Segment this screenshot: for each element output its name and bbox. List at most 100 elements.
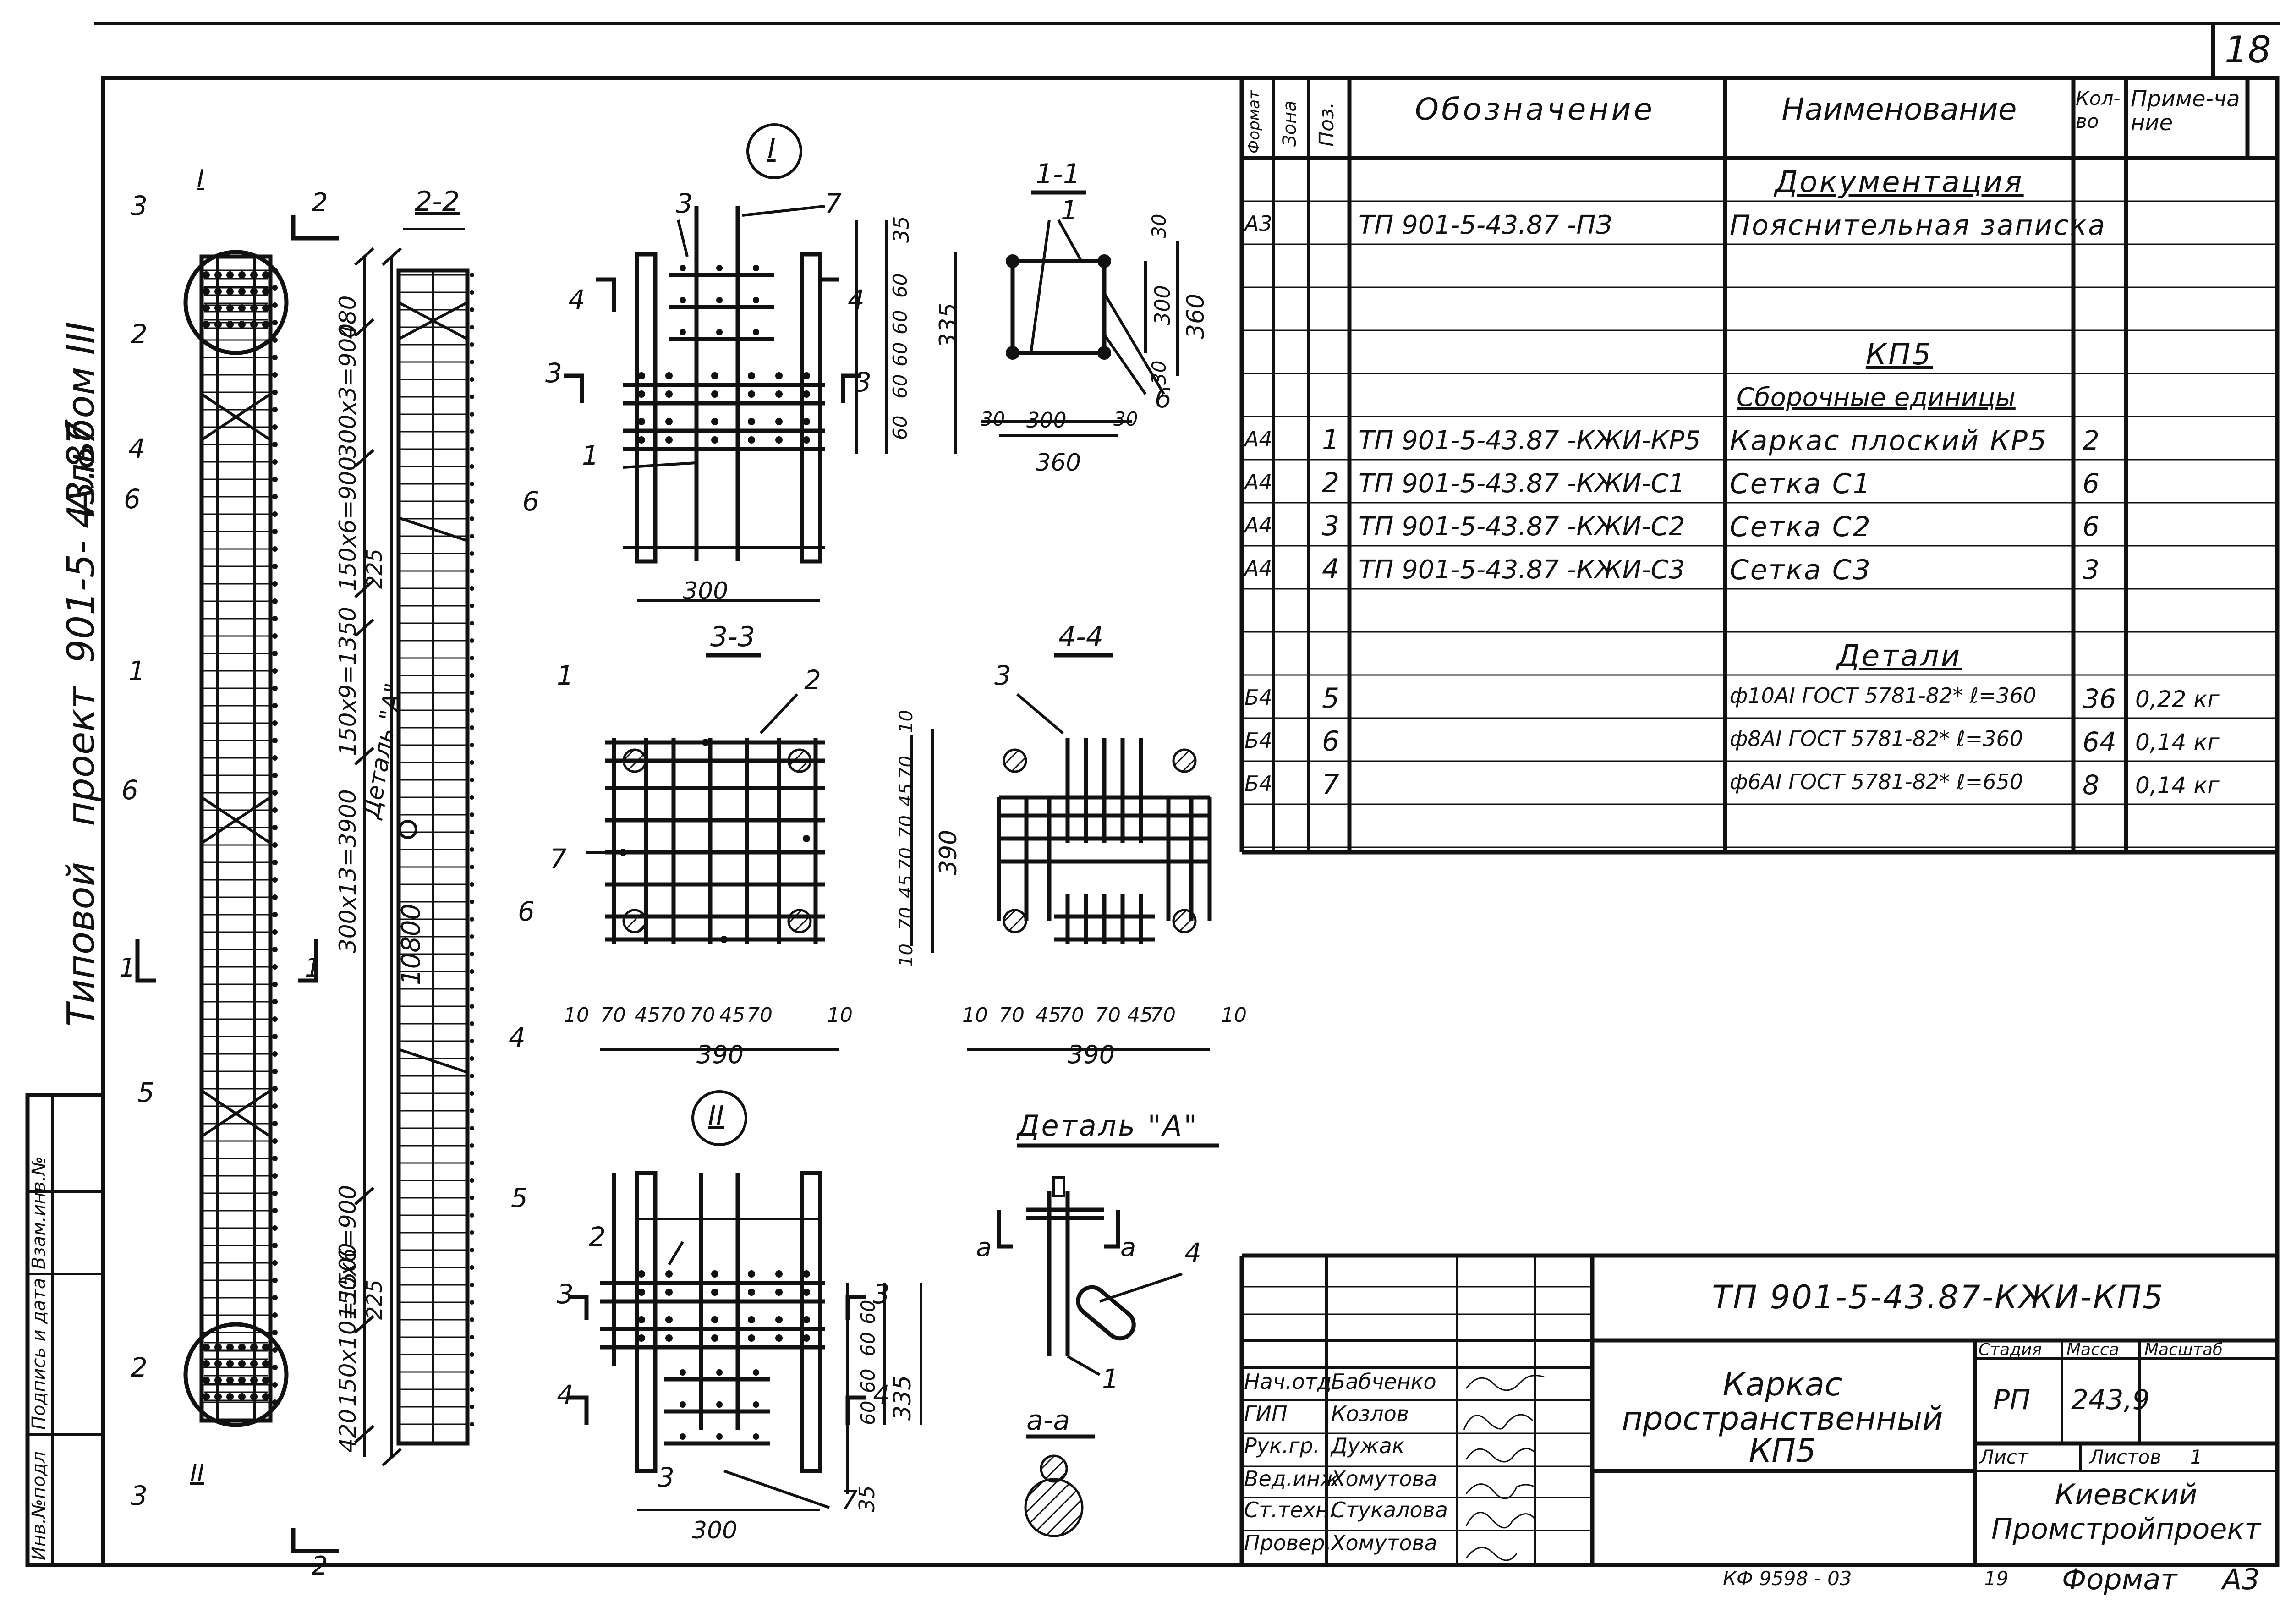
side-stamp-col-1: Инв.№подл [28, 1451, 49, 1560]
dimension-label: 360 [1182, 293, 1210, 339]
detail-A [997, 1143, 1219, 1537]
spec-cell-pos: 6 [1322, 725, 1340, 757]
spec-cell-note: 0,22 кг [2135, 686, 2220, 713]
spec-section-title: Документация [1775, 165, 2024, 199]
sheet-number: 18 [2225, 28, 2271, 71]
spec-cell-format: А4 [1244, 513, 1272, 538]
spec-cell-pos: 4 [1322, 553, 1340, 585]
dimension-label: 30 [1148, 360, 1170, 385]
callout-3: 3 [131, 190, 148, 221]
callout-7: 7 [841, 1485, 858, 1516]
main-dimension-label: 225 [362, 1279, 387, 1320]
callout-4: 4 [848, 284, 865, 315]
main-dimension-chain [354, 247, 402, 1467]
sheet-label: Лист [1979, 1446, 2028, 1468]
dimension-label: 70 [1095, 1004, 1121, 1027]
side-stamp [25, 1093, 105, 1567]
view-label-1-1: 1-1 [1036, 158, 1080, 190]
dimension-label: 60 [889, 310, 911, 335]
dimension-label: 390 [935, 829, 962, 875]
callout-3: 3 [557, 1278, 574, 1310]
main-dimension-label: 300х3=900 [334, 323, 361, 458]
person-name: Хомутова [1331, 1466, 1437, 1491]
callout-5: 5 [137, 1077, 154, 1108]
spec-header-note: Приме-чание [2131, 86, 2240, 136]
sheet-frame [101, 76, 2280, 1567]
dimension-label: 300 [692, 1517, 738, 1544]
callout-6: 6 [124, 483, 141, 515]
spec-cell-pos: 1 [1322, 424, 1340, 456]
spec-header-format: Формат [1245, 90, 1263, 154]
spec-cell-pos: 3 [1322, 510, 1340, 542]
dimension-label: 60 [857, 1300, 879, 1324]
callout-1: 1 [128, 655, 145, 686]
spec-cell-name: Сетка С1 [1730, 468, 1872, 500]
node-I-ref-main: I [197, 165, 204, 192]
main-dimension-label: 300х13=3900 [334, 789, 361, 953]
callout-3: 3 [545, 357, 562, 389]
main-dimension-label: 150х6=900 [334, 456, 361, 591]
dimension-label: 10 [896, 944, 917, 967]
stage-label: Стадия [1979, 1340, 2042, 1359]
callout-4: 4 [568, 284, 585, 315]
dimension-label: 60 [889, 415, 911, 440]
archive-code: КФ 9598 - 03 [1723, 1567, 1852, 1590]
dimension-label: 70 [896, 756, 917, 779]
spec-cell-designation: ТП 901-5-43.87 -КЖИ-С3 [1359, 555, 1685, 585]
spec-header-zone: Зона [1279, 100, 1300, 147]
section-2-2 [396, 228, 474, 1446]
dimension-label: 390 [696, 1040, 744, 1069]
dimension-label: 35 [855, 1485, 879, 1512]
doc-code: ТП 901-5-43.87-КЖИ-КП5 [1712, 1278, 2165, 1316]
format-label: Формат [2062, 1563, 2177, 1596]
dimension-label: 335 [935, 302, 962, 348]
detail-A-label: Деталь "А" [1017, 1109, 1199, 1142]
callout-2: 2 [131, 318, 148, 350]
doc-name-line-1: Каркас [1722, 1366, 1842, 1403]
dimension-label: 30 [1113, 408, 1138, 430]
node-label-II: II [708, 1100, 724, 1132]
spec-cell-format: А3 [1244, 211, 1272, 236]
dimension-label: 45 [1036, 1004, 1061, 1027]
section-mark-1: 1 [305, 953, 321, 983]
view-label-3-3: 3-3 [710, 621, 755, 653]
callout-5: 5 [511, 1182, 528, 1213]
dimension-label: 45 [719, 1004, 745, 1027]
dimension-label: 10 [827, 1004, 853, 1027]
spec-header-qty: Кол-во [2076, 87, 2121, 132]
main-dimension-label: 420 [334, 1409, 361, 1453]
dimension-label: 60 [857, 1400, 879, 1425]
spec-header-pos: Поз. [1315, 102, 1338, 147]
spec-cell-designation: ТП 901-5-43.87 -ПЗ [1359, 210, 1612, 240]
dimension-label: 60 [889, 374, 911, 399]
callout-6: 6 [518, 896, 535, 927]
callout-4: 4 [873, 1379, 890, 1410]
dimension-label: 10 [564, 1004, 589, 1027]
callout-3: 3 [676, 188, 693, 219]
callout-6: 6 [121, 774, 138, 806]
dimension-label: 45 [1127, 1004, 1153, 1027]
node-II-ref-main: II [190, 1459, 204, 1487]
main-dimension-label: 150х9=1350 [334, 607, 361, 756]
spec-cell-designation: ТП 901-5-43.87 -КЖИ-С1 [1359, 469, 1685, 499]
callout-6: 6 [522, 486, 539, 517]
view-label-4-4: 4-4 [1058, 621, 1103, 653]
callout-3: 3 [873, 1278, 890, 1310]
mass-label: Масса [2066, 1340, 2119, 1359]
dimension-label: 30 [1148, 214, 1170, 238]
dimension-label: 70 [747, 1004, 773, 1027]
dimension-label: 70 [896, 847, 917, 871]
side-album-label: Альбом III [60, 321, 103, 513]
spec-header-designation: Обозначение [1415, 92, 1655, 127]
callout-4: 4 [128, 433, 145, 464]
view-label-2-2: 2-2 [415, 186, 460, 218]
spec-cell-note: 0,14 кг [2135, 729, 2220, 756]
node-label-I: I [767, 133, 776, 165]
dimension-label: 70 [1150, 1004, 1176, 1027]
callout-4: 4 [1184, 1237, 1201, 1268]
side-stamp-col-2: Подпись и дата [28, 1278, 49, 1430]
spec-cell-format: А4 [1244, 427, 1272, 451]
person-role: Ст.техн. [1244, 1498, 1336, 1522]
spec-cell-name: Сетка С3 [1730, 554, 1872, 586]
person-name: Бабченко [1331, 1369, 1436, 1394]
